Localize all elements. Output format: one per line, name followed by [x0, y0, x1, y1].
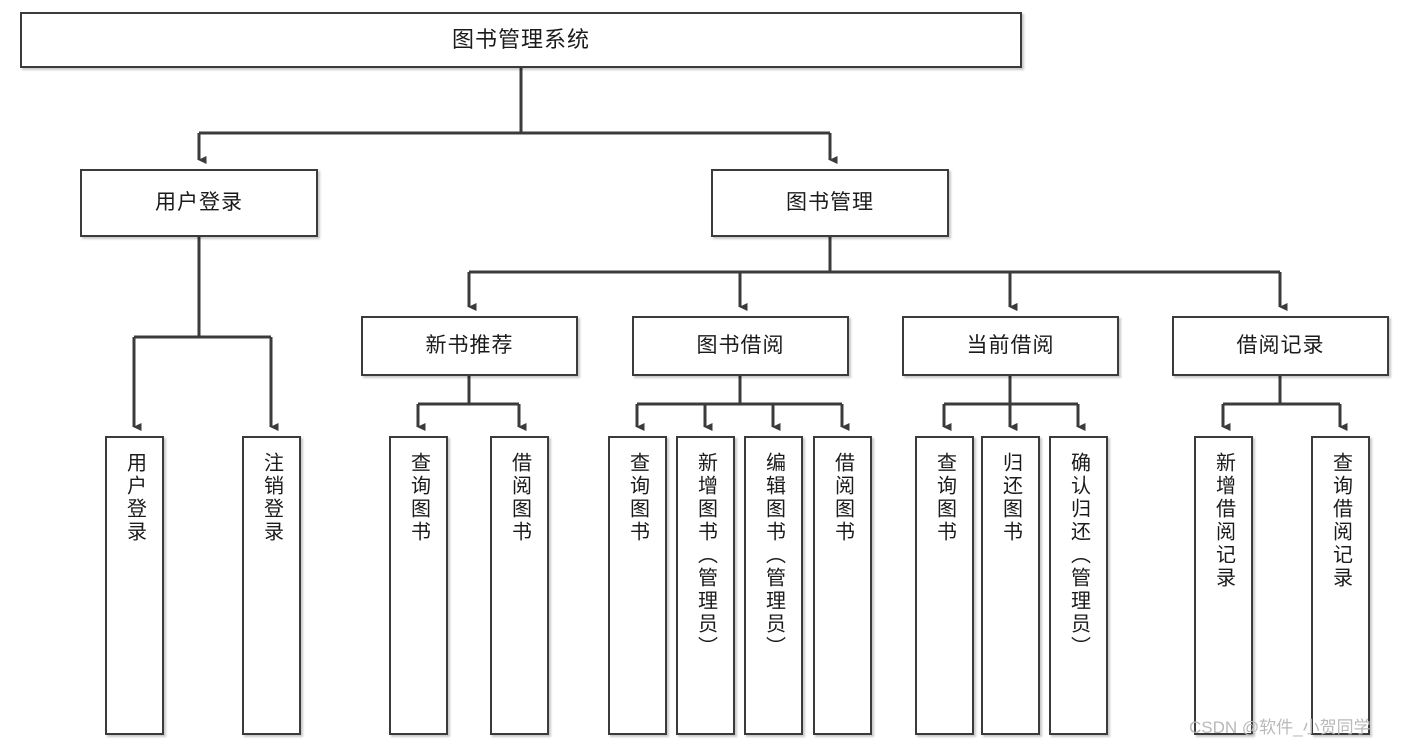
node-label: 新增图书（管理员）: [694, 452, 717, 659]
node-root-book-management-system[interactable]: 图书管理系统: [20, 12, 1022, 68]
node-label: 新增借阅记录: [1212, 452, 1235, 590]
node-label: 查询图书: [626, 452, 649, 544]
node-label: 借阅记录: [1236, 333, 1325, 357]
node-leaf-return-book[interactable]: 归还图书: [981, 436, 1040, 735]
node-label: 借阅图书: [831, 452, 854, 544]
node-label: 新书推荐: [425, 333, 514, 357]
node-label: 确认归还（管理员）: [1067, 452, 1090, 659]
node-new-book-recommend[interactable]: 新书推荐: [361, 316, 578, 376]
csdn-watermark: CSDN @软件_小贺同学: [1189, 718, 1371, 737]
node-leaf-confirm-return-admin[interactable]: 确认归还（管理员）: [1049, 436, 1108, 735]
node-user-login[interactable]: 用户登录: [80, 169, 318, 237]
node-label: 注销登录: [260, 452, 283, 544]
node-leaf-user-login[interactable]: 用户登录: [105, 436, 164, 735]
node-leaf-edit-book-admin[interactable]: 编辑图书（管理员）: [744, 436, 803, 735]
node-label: 编辑图书（管理员）: [762, 452, 785, 659]
node-label: 借阅图书: [508, 452, 531, 544]
node-leaf-borrow-book-recommend[interactable]: 借阅图书: [490, 436, 549, 735]
node-book-management[interactable]: 图书管理: [711, 169, 949, 237]
node-leaf-query-book-borrow[interactable]: 查询图书: [608, 436, 667, 735]
node-borrow-record[interactable]: 借阅记录: [1172, 316, 1389, 376]
node-label: 查询借阅记录: [1329, 452, 1352, 590]
node-leaf-query-borrow-record[interactable]: 查询借阅记录: [1311, 436, 1370, 735]
node-current-borrow[interactable]: 当前借阅: [902, 316, 1119, 376]
node-leaf-query-book-recommend[interactable]: 查询图书: [389, 436, 448, 735]
node-label: 图书管理系统: [451, 27, 590, 53]
node-label: 当前借阅: [966, 333, 1055, 357]
node-label: 归还图书: [999, 452, 1022, 544]
node-leaf-add-borrow-record[interactable]: 新增借阅记录: [1194, 436, 1253, 735]
node-leaf-logout-login[interactable]: 注销登录: [242, 436, 301, 735]
node-label: 用户登录: [155, 190, 243, 214]
node-leaf-add-book-admin[interactable]: 新增图书（管理员）: [676, 436, 735, 735]
node-leaf-borrow-book[interactable]: 借阅图书: [813, 436, 872, 735]
node-label: 用户登录: [123, 452, 146, 544]
node-label: 图书管理: [786, 190, 874, 214]
node-label: 查询图书: [933, 452, 956, 544]
node-label: 查询图书: [407, 452, 430, 544]
node-book-borrow[interactable]: 图书借阅: [632, 316, 849, 376]
node-leaf-query-book-current[interactable]: 查询图书: [915, 436, 974, 735]
node-label: 图书借阅: [696, 333, 785, 357]
